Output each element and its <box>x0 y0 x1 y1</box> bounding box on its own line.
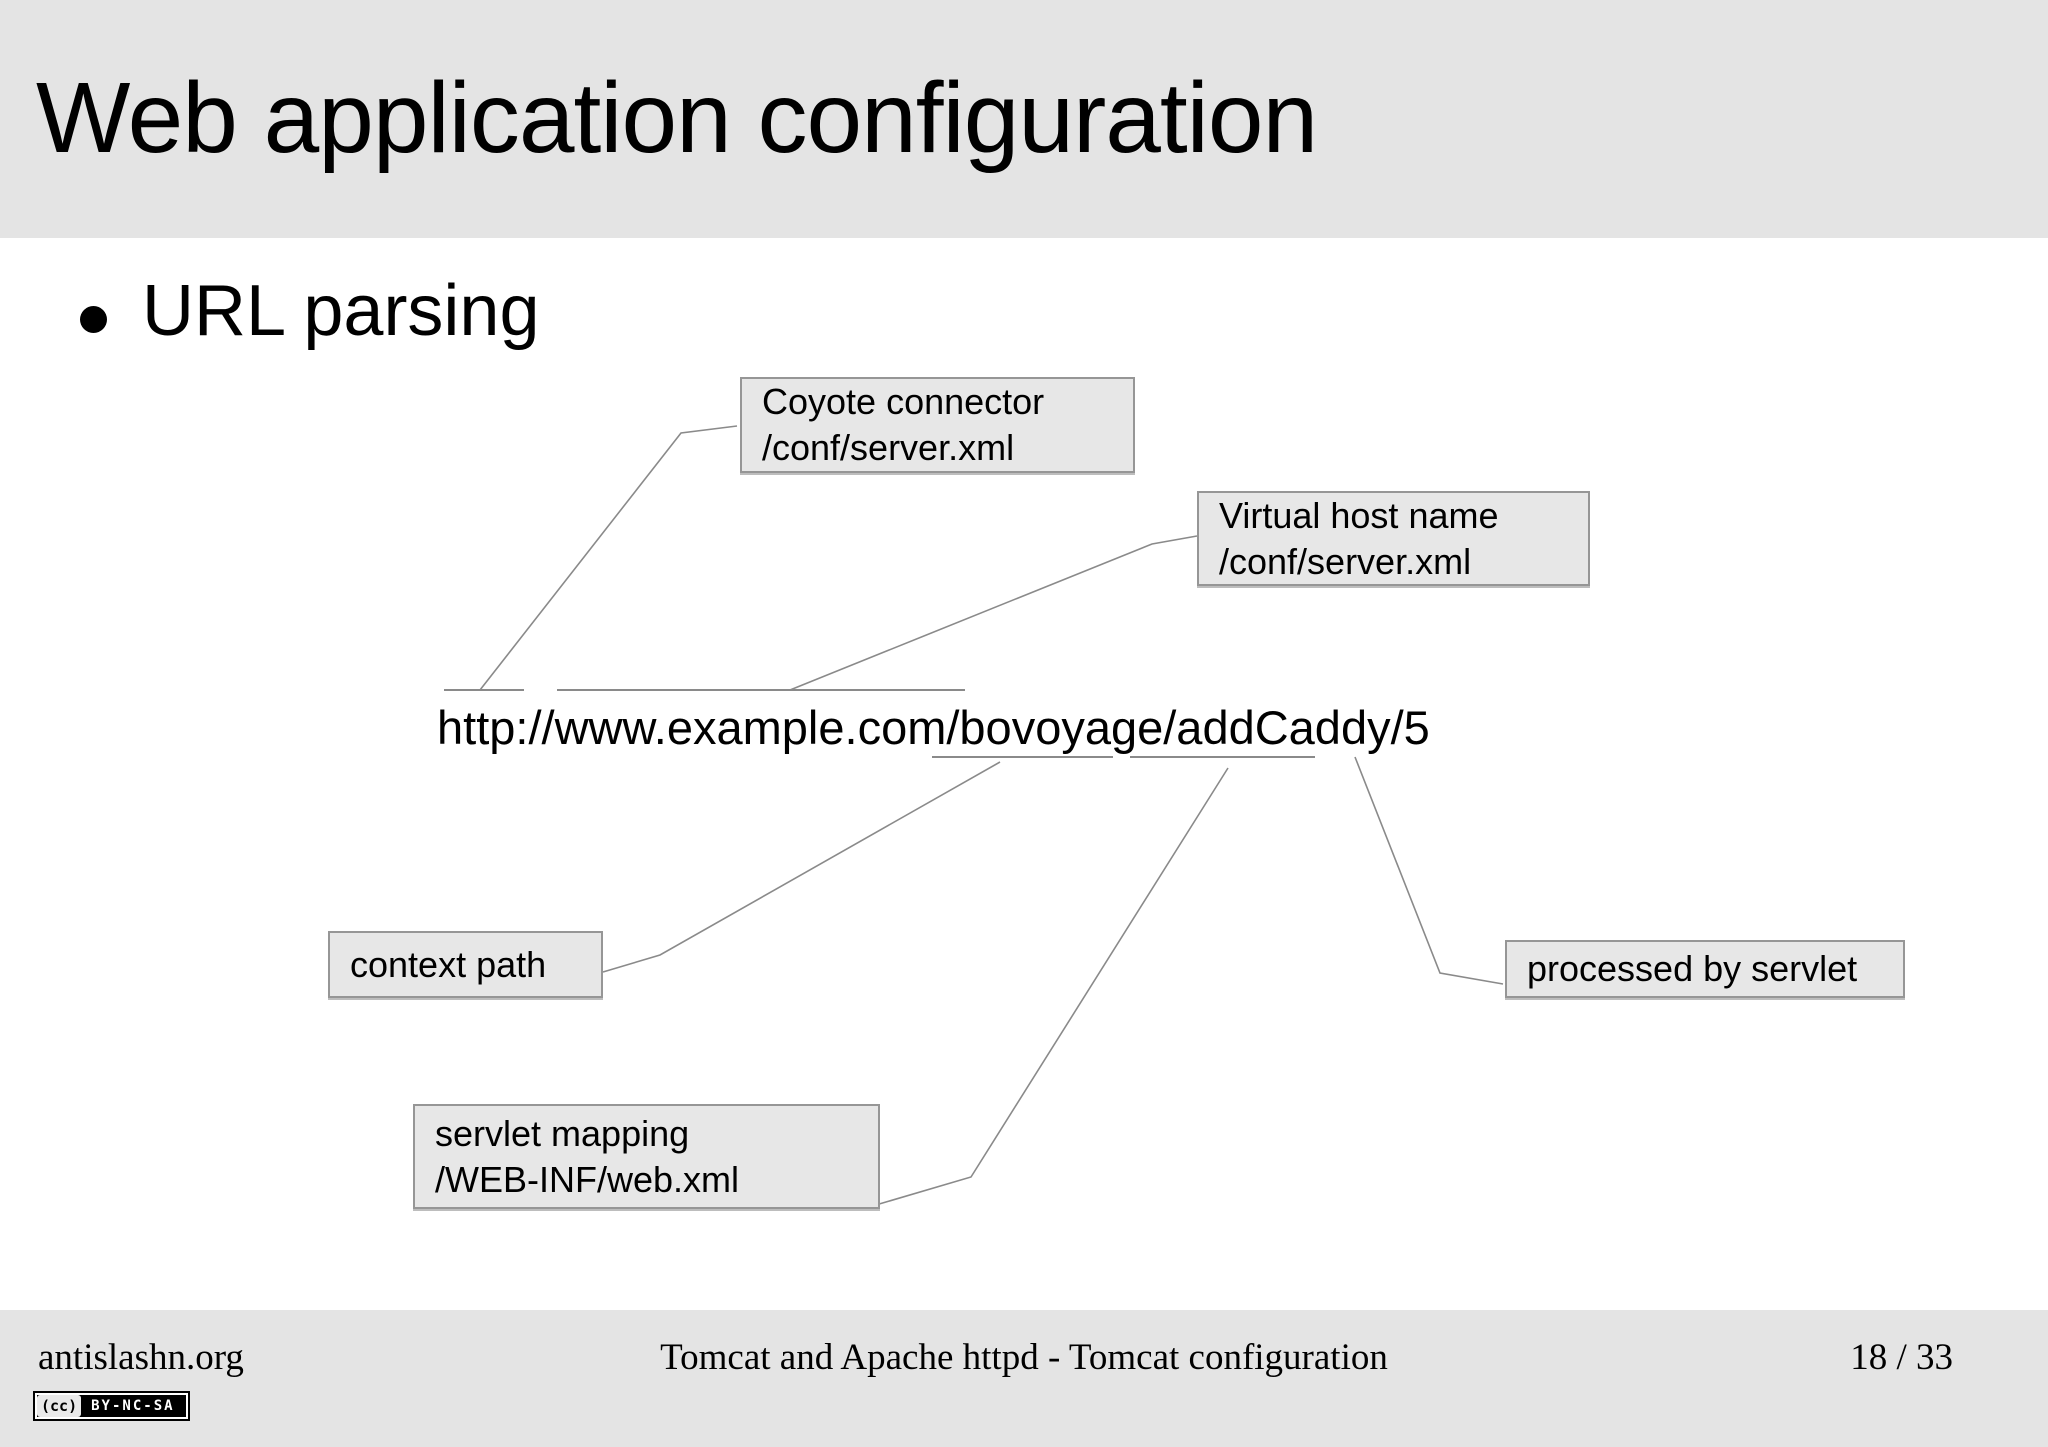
callout-coyote-connector: Coyote connector /conf/server.xml <box>740 377 1135 473</box>
footer-deck-title: Tomcat and Apache httpd - Tomcat configu… <box>660 1337 1388 1378</box>
cc-license-badge-inner: (cc) BY-NC-SA <box>35 1393 188 1419</box>
callout-virtual-line1: Virtual host name <box>1219 494 1499 536</box>
callout-virtual-line2: /conf/server.xml <box>1219 540 1472 582</box>
callout-processed-line1: processed by servlet <box>1527 948 1858 989</box>
bullet-item: URL parsing <box>142 271 540 351</box>
wire-servlet-mapping <box>868 767 1229 1208</box>
wire-coyote-connector <box>479 425 738 691</box>
callout-context-path: context path <box>328 931 603 998</box>
footer-page-number: 18 / 33 <box>1850 1337 1953 1378</box>
callout-servlet-line2: /WEB-INF/web.xml <box>435 1158 740 1200</box>
cc-license-text: BY-NC-SA <box>91 1398 175 1414</box>
page-title: Web application configuration <box>36 62 1318 174</box>
footer-site: antislashn.org <box>38 1337 244 1378</box>
callout-coyote-line2: /conf/server.xml <box>762 427 1015 468</box>
bullet-icon <box>80 306 107 333</box>
footer-band <box>0 1310 2048 1447</box>
callout-servlet-line1: servlet mapping <box>435 1112 690 1154</box>
wire-context-path <box>602 761 1001 973</box>
callout-servlet-mapping: servlet mapping /WEB-INF/web.xml <box>413 1104 880 1209</box>
url-sample: http://www.example.com/bovoyage/addCaddy… <box>437 701 1430 754</box>
title-band <box>0 0 2048 238</box>
callout-virtual-host: Virtual host name /conf/server.xml <box>1197 491 1590 586</box>
callout-processed-by-servlet: processed by servlet <box>1505 940 1905 998</box>
wire-virtual-host <box>789 535 1198 691</box>
callout-context-line1: context path <box>350 943 547 985</box>
cc-license-badge: (cc) BY-NC-SA <box>33 1391 190 1421</box>
cc-icon: (cc) <box>37 1395 82 1417</box>
callout-coyote-line1: Coyote connector <box>762 381 1045 422</box>
wire-processed-by-servlet <box>1354 756 1504 985</box>
